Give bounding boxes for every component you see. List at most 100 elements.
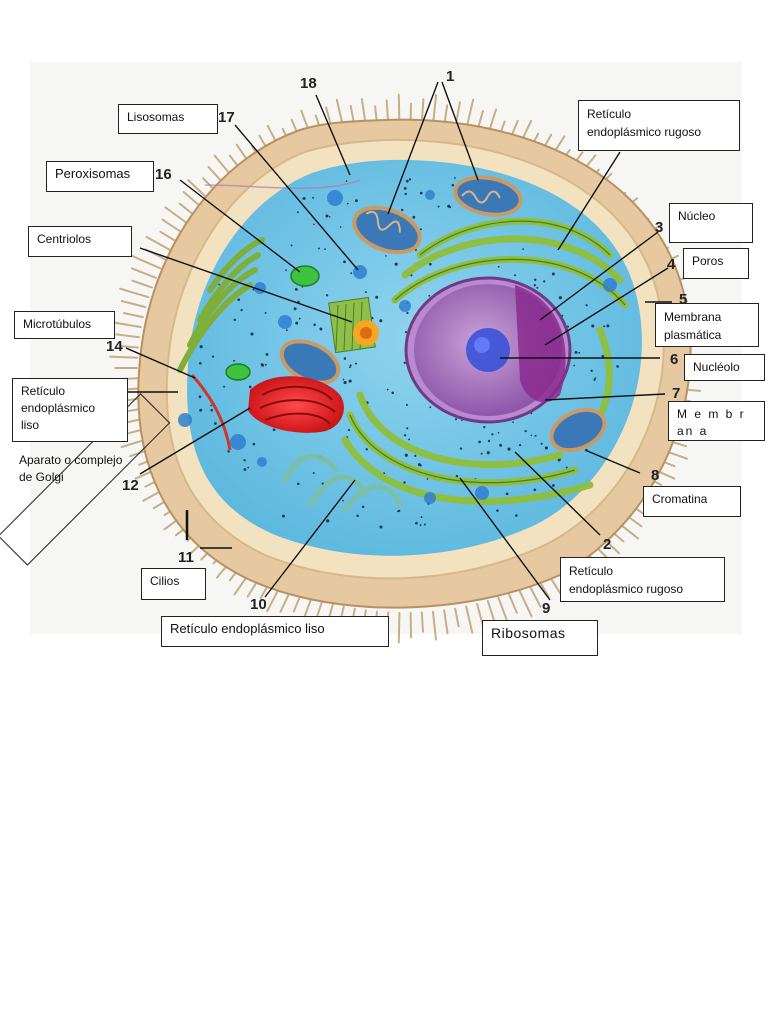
ribosome-dot xyxy=(261,363,263,365)
label-cromatina: Cromatina xyxy=(643,486,741,517)
ribosome-dot xyxy=(424,523,426,525)
ribosome-dot xyxy=(421,516,423,518)
ribosome-dot xyxy=(573,365,575,367)
label-poros: Poros xyxy=(683,248,749,279)
ribosome-dot xyxy=(552,484,555,487)
label-golgi: Aparato o complejo de Golgi xyxy=(19,452,169,486)
ribosome-dot xyxy=(414,455,416,457)
label-membrana-plasmatica: Membrana plasmática xyxy=(655,303,759,347)
ribosome-dot xyxy=(297,211,299,213)
ribosome-dot xyxy=(478,441,481,444)
ribosome-dot xyxy=(348,429,350,431)
ribosome-dot xyxy=(512,421,514,423)
ribosome-dot xyxy=(406,404,408,406)
ribosome-dot xyxy=(498,432,500,434)
ribosome-dot xyxy=(575,351,578,354)
label-cilios: Cilios xyxy=(141,568,206,600)
ribosome-dot xyxy=(455,418,457,420)
ribosome-dot xyxy=(265,364,267,366)
ribosome-dot xyxy=(319,328,322,331)
ribosome-dot xyxy=(534,279,536,281)
number-11: 11 xyxy=(178,549,194,566)
ribosome-dot xyxy=(616,365,619,368)
ribosome-dot xyxy=(420,524,422,526)
ribosome-dot xyxy=(355,199,358,202)
ribosome-dot xyxy=(313,472,315,474)
ribosome-dot xyxy=(519,444,521,446)
ribosome-dot xyxy=(244,468,247,471)
ribosome-dot xyxy=(533,488,536,491)
ribosome-dot xyxy=(343,260,346,263)
ribosome-dot xyxy=(481,453,483,455)
ribosome-dot xyxy=(585,304,587,306)
label-reticulo-rugoso-bottom: Retículo endoplásmico rugoso xyxy=(560,557,725,602)
ribosome-dot xyxy=(253,443,256,446)
ribosome-dot xyxy=(234,319,236,321)
ribosome-dot xyxy=(525,430,527,432)
ribosome-dot xyxy=(282,515,285,518)
ribosome-dot xyxy=(483,426,485,428)
ribosome-dot xyxy=(409,178,411,180)
number-1: 1 xyxy=(446,68,454,85)
ribosome-dot xyxy=(496,509,499,512)
ribosome-dot xyxy=(429,263,432,266)
label-peroxisomas: Peroxisomas xyxy=(46,161,154,192)
ribosome-dot xyxy=(420,464,422,466)
ribosome-dot xyxy=(312,197,314,199)
label-membrana-nuclear: M e m b r an a xyxy=(668,401,765,441)
number-14: 14 xyxy=(106,338,123,355)
ribosome-dot xyxy=(250,332,253,335)
ribosome-dot xyxy=(286,329,288,331)
ribosome-dot xyxy=(387,389,389,391)
ribosome-dot xyxy=(303,197,306,200)
ribosome-dot xyxy=(412,216,415,219)
number-2-bottom: 2 xyxy=(603,536,611,553)
ribosome-dot xyxy=(427,478,429,480)
ribosome-dot xyxy=(405,454,408,457)
ribosome-dot xyxy=(365,291,367,293)
ribosome-dot xyxy=(403,481,405,483)
number-10: 10 xyxy=(250,596,267,613)
ribosome-dot xyxy=(199,409,202,412)
number-17: 17 xyxy=(218,109,235,126)
ribosome-dot xyxy=(514,274,516,276)
label-reticulo-rugoso-top: Retículo endoplásmico rugoso xyxy=(578,100,740,151)
number-9: 9 xyxy=(542,600,550,617)
ribosome-dot xyxy=(406,180,409,183)
ribosome-dot xyxy=(233,360,235,362)
ribosome-dot xyxy=(578,352,580,354)
ribosome-dot xyxy=(227,450,230,453)
ribosome-dot xyxy=(199,395,202,398)
ribosome-dot xyxy=(295,288,298,291)
ribosome-dot xyxy=(534,284,536,286)
ribosome-dot xyxy=(249,386,252,389)
ribosome-dot xyxy=(299,318,301,320)
ribosome-dot xyxy=(237,298,240,301)
cilium xyxy=(411,613,412,637)
ribosome-dot xyxy=(380,526,383,529)
ribosome-dot xyxy=(591,370,593,372)
ribosome-dot xyxy=(297,483,300,486)
ribosome-dot xyxy=(460,447,462,449)
ribosome-dot xyxy=(552,273,555,276)
ribosome-dot xyxy=(346,180,348,182)
ribosome-dot xyxy=(543,280,545,282)
ribosome-dot xyxy=(530,435,532,437)
ribosome-dot xyxy=(498,266,500,268)
ribosome-dot xyxy=(499,444,502,447)
ribosome-dot xyxy=(541,443,543,445)
ribosome-dot xyxy=(545,446,548,449)
ribosome-dot xyxy=(324,248,326,250)
ribosome-dot xyxy=(294,307,297,310)
ribosome-dot xyxy=(340,226,342,228)
ribosome-dot xyxy=(391,392,394,395)
ribosome-dot xyxy=(285,269,287,271)
label-lisosomas: Lisosomas xyxy=(118,104,218,134)
label-ribosomas: Ribosomas xyxy=(482,620,598,656)
ribosome-dot xyxy=(240,309,242,311)
ribosome-dot xyxy=(603,325,605,327)
ribosome-dot xyxy=(362,506,364,508)
ribosome-dot xyxy=(404,362,406,364)
ribosome-dot xyxy=(566,467,568,469)
ribosome-dot xyxy=(349,380,352,383)
